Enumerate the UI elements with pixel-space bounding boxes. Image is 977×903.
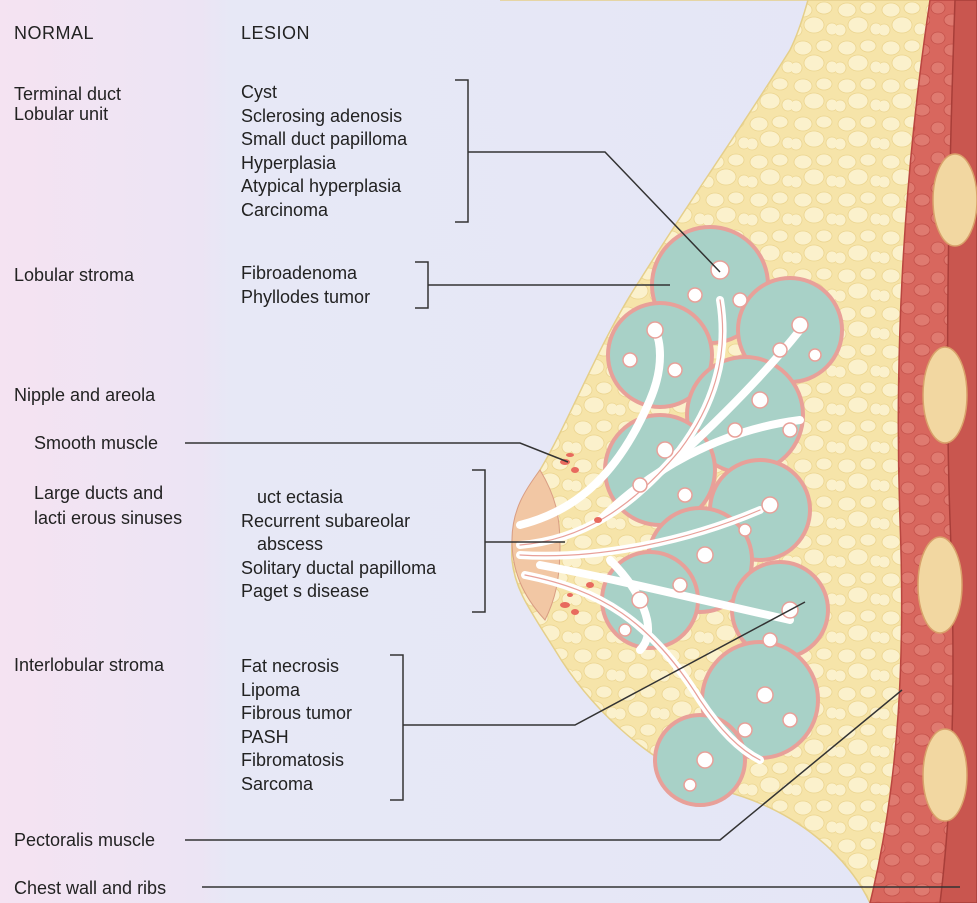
label-smooth-muscle: Smooth muscle bbox=[34, 433, 158, 453]
label-terminal-duct: Terminal duct bbox=[14, 84, 121, 104]
header-lesion: LESION bbox=[241, 23, 310, 44]
label-chest-wall-ribs: Chest wall and ribs bbox=[14, 878, 166, 898]
lesion-item: Fibromatosis bbox=[241, 749, 352, 773]
lesion-item: PASH bbox=[241, 726, 352, 750]
lesion-item: Sclerosing adenosis bbox=[241, 105, 407, 129]
lesion-item: Atypical hyperplasia bbox=[241, 175, 407, 199]
lesion-item: Fat necrosis bbox=[241, 655, 352, 679]
lesion-item: Cyst bbox=[241, 81, 407, 105]
lesion-item: Small duct papilloma bbox=[241, 128, 407, 152]
lesion-item: Paget s disease bbox=[241, 580, 436, 604]
label-lobular-unit: Lobular unit bbox=[14, 104, 108, 124]
lesion-item: Hyperplasia bbox=[241, 152, 407, 176]
lesion-item: uct ectasia bbox=[241, 486, 436, 510]
lesion-item: Solitary ductal papilloma bbox=[241, 557, 436, 581]
lesion-list-tdlu: Cyst Sclerosing adenosis Small duct papi… bbox=[241, 81, 407, 222]
bracket-large-ducts bbox=[472, 470, 485, 612]
label-interlobular-stroma: Interlobular stroma bbox=[14, 655, 164, 675]
label-lobular-stroma: Lobular stroma bbox=[14, 265, 134, 285]
lesion-item: Carcinoma bbox=[241, 199, 407, 223]
lesion-item: Sarcoma bbox=[241, 773, 352, 797]
lesion-item: Fibroadenoma bbox=[241, 262, 370, 286]
label-nipple-areola: Nipple and areola bbox=[14, 385, 155, 405]
leader-smooth-muscle bbox=[185, 443, 568, 462]
lesion-list-lobular-stroma: Fibroadenoma Phyllodes tumor bbox=[241, 262, 370, 309]
bracket-tdlu bbox=[455, 80, 468, 222]
lesion-list-interlobular-stroma: Fat necrosis Lipoma Fibrous tumor PASH F… bbox=[241, 655, 352, 796]
lesion-item: Recurrent subareolar bbox=[241, 510, 436, 534]
lesion-item: abscess bbox=[241, 533, 436, 557]
lesion-item: Lipoma bbox=[241, 679, 352, 703]
label-large-ducts: Large ducts and bbox=[34, 483, 163, 503]
lesion-item: Fibrous tumor bbox=[241, 702, 352, 726]
header-normal: NORMAL bbox=[14, 23, 94, 44]
bracket-lobular-stroma bbox=[415, 262, 428, 308]
lesion-item: Phyllodes tumor bbox=[241, 286, 370, 310]
bracket-interlobular bbox=[390, 655, 403, 800]
label-lactiferous-sinuses: lacti erous sinuses bbox=[34, 508, 182, 528]
label-pectoralis-muscle: Pectoralis muscle bbox=[14, 830, 155, 850]
lesion-list-large-ducts: uct ectasia Recurrent subareolar abscess… bbox=[241, 486, 436, 604]
